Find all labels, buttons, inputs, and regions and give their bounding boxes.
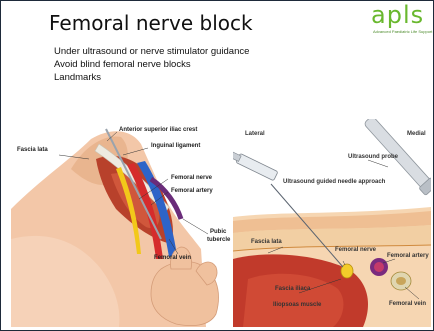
label-ultrasound-probe: Ultrasound probe <box>348 154 398 160</box>
bullet-list: Under ultrasound or nerve stimulator gui… <box>54 45 249 84</box>
ultrasound-cross-section-illustration: Lateral Medial Ultrasound probe Ultrasou… <box>233 119 431 327</box>
label-fascia-lata: Fascia lata <box>251 239 282 245</box>
logo-subtitle: Advanced Paediatric Life Support <box>373 29 433 34</box>
cross-section-drawing <box>233 119 431 327</box>
femoral-anatomy-illustration: Fascia lata Anterior superior iliac cres… <box>11 119 236 327</box>
label-femoral-vein: Femoral vein <box>389 301 426 307</box>
label-iliopsoas-muscle: Iliopsoas muscle <box>273 302 321 308</box>
logo-text: apls <box>371 1 424 29</box>
label-tubercle: tubercle <box>207 237 230 243</box>
label-lateral: Lateral <box>245 131 265 137</box>
apls-logo: apls Advanced Paediatric Life Support <box>371 7 431 41</box>
label-femoral-nerve: Femoral nerve <box>335 247 376 253</box>
bullet-item: Avoid blind femoral nerve blocks <box>54 58 249 71</box>
label-femoral-nerve: Femoral nerve <box>171 175 212 181</box>
slide-title: Femoral nerve block <box>49 11 253 35</box>
label-femoral-artery: Femoral artery <box>387 253 429 259</box>
label-inguinal-ligament: Inguinal ligament <box>151 143 200 149</box>
label-fascia-lata: Fascia lata <box>17 147 48 153</box>
label-needle-approach: Ultrasound guided needle approach <box>283 179 385 185</box>
label-fascia-iliaca: Fascia iliaca <box>275 286 310 292</box>
bullet-item: Landmarks <box>54 71 249 84</box>
label-femoral-vein: Femoral vein <box>154 255 191 261</box>
label-asis: Anterior superior iliac crest <box>119 127 197 133</box>
label-pubic: Pubic <box>210 229 226 235</box>
bullet-item: Under ultrasound or nerve stimulator gui… <box>54 45 249 58</box>
label-medial: Medial <box>407 131 426 137</box>
label-femoral-artery: Femoral artery <box>171 188 213 194</box>
